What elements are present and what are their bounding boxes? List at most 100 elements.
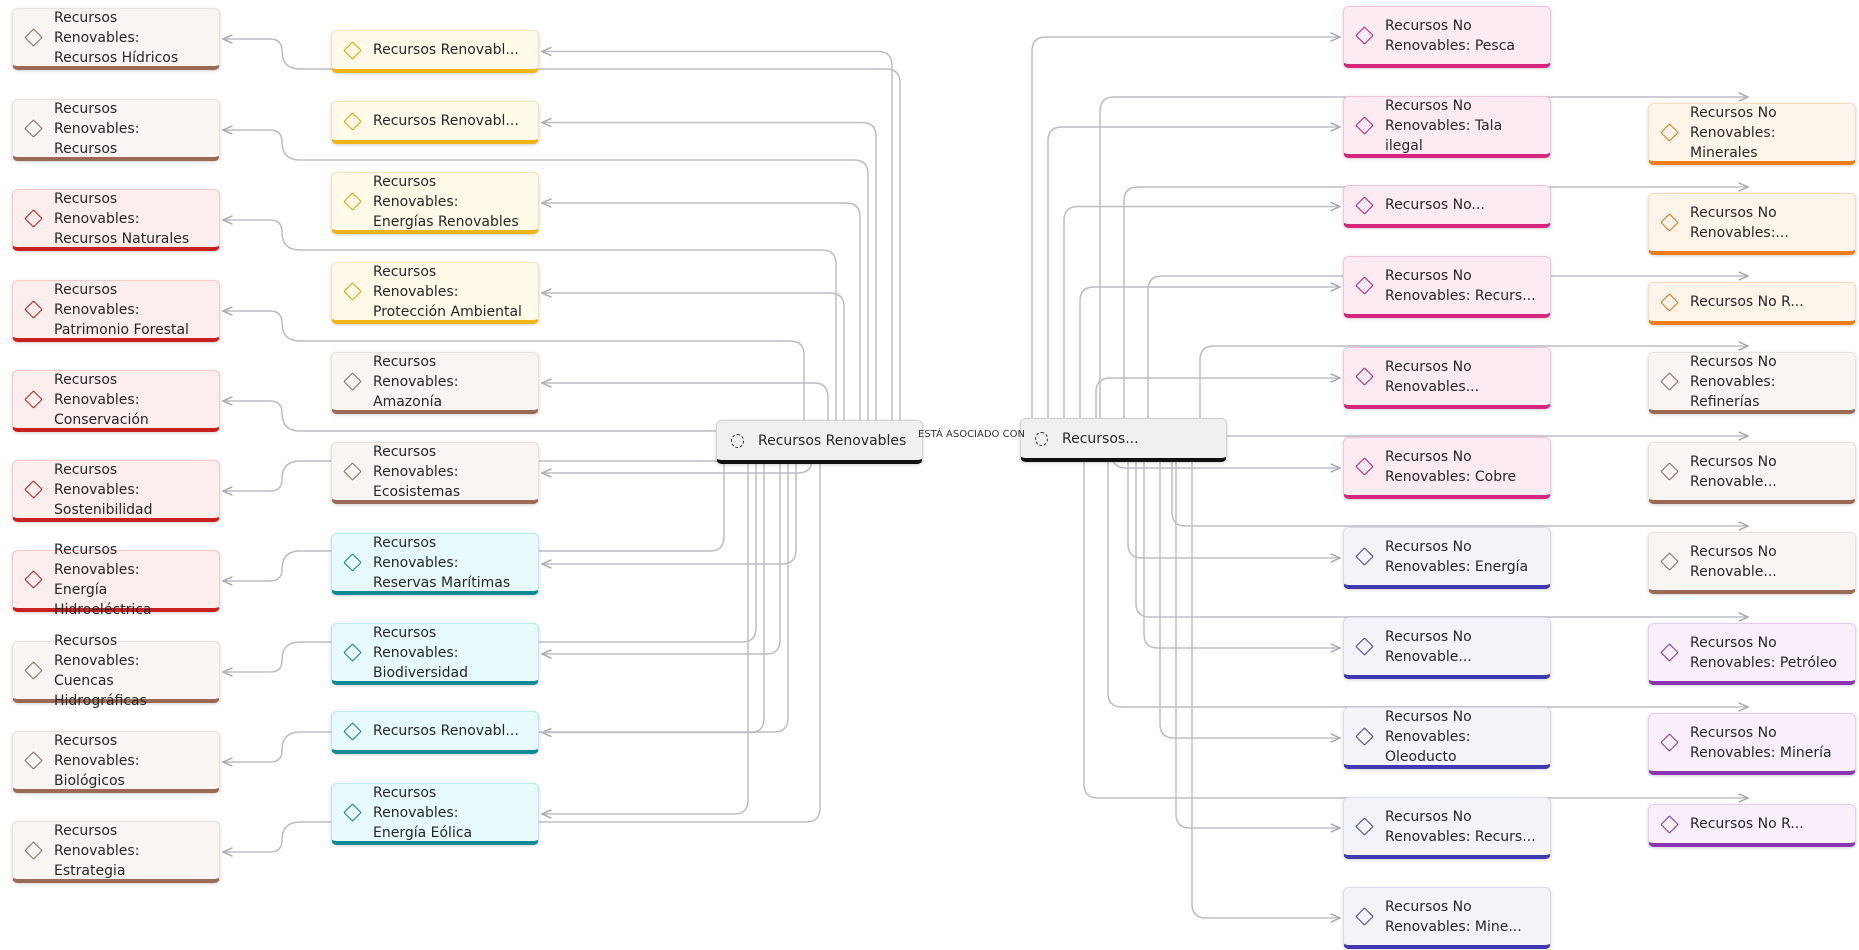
diamond-icon xyxy=(24,841,43,860)
node-label: Recursos No Renovable... xyxy=(1690,453,1777,490)
topic-node-left-outer[interactable]: Recursos Renovables: Patrimonio Forestal xyxy=(12,280,220,342)
connector-line xyxy=(1175,462,1340,828)
node-label: Recursos Renovabl... xyxy=(373,723,519,739)
topic-node-right-inner[interactable]: Recursos No Renovables: Recurs... xyxy=(1343,256,1551,318)
connector-line xyxy=(1171,462,1748,526)
topic-node-left-outer[interactable]: Recursos Renovables: Biológicos xyxy=(12,731,220,793)
diamond-icon xyxy=(1355,276,1374,295)
node-label: Recursos Renovables: Cuencas Hidrográfic… xyxy=(54,632,147,709)
topic-node-left-inner[interactable]: Recursos Renovables: Amazonía xyxy=(331,352,539,414)
connector-line xyxy=(542,293,845,420)
topic-node-left-inner[interactable]: Recursos Renovabl... xyxy=(331,30,539,73)
connector-line xyxy=(1191,462,1340,918)
topic-node-left-outer[interactable]: Recursos Renovables: Recursos xyxy=(12,99,220,161)
node-label: Recursos... xyxy=(1062,430,1139,447)
diamond-icon xyxy=(1355,457,1374,476)
connector-line xyxy=(1083,462,1748,798)
connector-line xyxy=(1107,462,1748,707)
diamond-icon xyxy=(1660,213,1679,232)
diamond-icon xyxy=(1355,116,1374,135)
node-label: Recursos Renovables: Ecosistemas xyxy=(373,443,461,500)
connector-line xyxy=(542,464,765,733)
diamond-icon xyxy=(1355,817,1374,836)
topic-node-right-inner[interactable]: Recursos No Renovables... xyxy=(1343,347,1551,409)
node-label: Recursos Renovables xyxy=(758,432,907,449)
topic-node-right-inner[interactable]: Recursos No Renovables: Oleoducto xyxy=(1343,707,1551,769)
topic-node-right-outer[interactable]: Recursos No Renovables:... xyxy=(1648,193,1856,255)
topic-node-left-outer[interactable]: Recursos Renovables: Cuencas Hidrográfic… xyxy=(12,633,220,709)
node-label: Recursos Renovables: Conservación xyxy=(54,371,149,428)
topic-node-left-outer[interactable]: Recursos Renovables: Energía Hidroeléctr… xyxy=(12,542,220,618)
topic-node-left-outer[interactable]: Recursos Renovables: Sostenibilidad xyxy=(12,460,220,522)
diamond-icon xyxy=(1660,814,1679,834)
topic-node-left-inner[interactable]: Recursos Renovables: Biodiversidad xyxy=(331,623,539,685)
connector-line xyxy=(542,464,749,814)
diamond-icon xyxy=(1660,462,1679,481)
connector-line xyxy=(1159,462,1340,738)
topic-node-right-outer[interactable]: Recursos No Renovable... xyxy=(1648,442,1856,504)
central-topic-renovables[interactable]: Recursos Renovables xyxy=(716,420,923,464)
connector-line xyxy=(1143,462,1340,648)
diamond-icon xyxy=(343,282,362,301)
topic-node-right-outer[interactable]: Recursos No Renovables: Refinerías xyxy=(1648,352,1856,414)
topic-node-right-inner[interactable]: Recursos No... xyxy=(1343,185,1551,228)
diamond-icon xyxy=(24,480,43,499)
topic-node-right-outer[interactable]: Recursos No Renovables: Minería xyxy=(1648,713,1856,775)
diamond-icon xyxy=(24,390,43,409)
node-label: Recursos Renovables: Biodiversidad xyxy=(373,624,469,681)
connector-line xyxy=(542,123,877,420)
topic-node-left-outer[interactable]: Recursos Renovables: Estrategia xyxy=(12,821,220,883)
topic-node-left-inner[interactable]: Recursos Renovables: Protección Ambienta… xyxy=(331,262,539,324)
topic-node-right-inner[interactable]: Recursos No Renovables: Energía xyxy=(1343,527,1551,589)
connector-line xyxy=(1047,127,1340,418)
node-label: Recursos Renovabl... xyxy=(373,42,519,58)
connector-line xyxy=(1099,97,1748,418)
topic-node-left-outer[interactable]: Recursos Renovables: Conservación xyxy=(12,370,220,432)
topic-node-right-inner[interactable]: Recursos No Renovables: Cobre xyxy=(1343,437,1551,499)
topic-node-right-outer[interactable]: Recursos No Renovables: Petróleo xyxy=(1648,623,1856,685)
topic-node-left-outer[interactable]: Recursos Renovables: Recursos Naturales xyxy=(12,189,220,251)
topic-node-right-inner[interactable]: Recursos No Renovables: Tala ilegal xyxy=(1343,96,1551,158)
connector-line xyxy=(1063,207,1340,418)
diamond-icon xyxy=(24,119,43,138)
topic-node-right-inner[interactable]: Recursos No Renovables: Recurs... xyxy=(1343,797,1551,859)
node-label: Recursos No Renovable... xyxy=(1690,543,1777,580)
topic-node-right-outer[interactable]: Recursos No Renovable... xyxy=(1648,532,1856,594)
topic-node-right-outer[interactable]: Recursos No R... xyxy=(1648,282,1856,325)
topic-node-left-inner[interactable]: Recursos Renovables: Reservas Marítimas xyxy=(331,533,539,595)
node-label: Recursos Renovables: Energías Renovables xyxy=(373,173,519,230)
connector-line xyxy=(1123,187,1748,418)
topic-node-right-inner[interactable]: Recursos No Renovable... xyxy=(1343,617,1551,679)
connector-line xyxy=(542,464,781,654)
topic-node-right-outer[interactable]: Recursos No R... xyxy=(1648,804,1856,847)
topic-node-left-inner[interactable]: Recursos Renovables: Ecosistemas xyxy=(331,442,539,504)
central-topic-no-renovables[interactable]: Recursos... xyxy=(1020,418,1227,462)
topic-node-left-inner[interactable]: Recursos Renovables: Energía Eólica xyxy=(331,783,539,845)
diamond-icon xyxy=(24,751,43,770)
diamond-icon xyxy=(1660,643,1679,662)
diamond-icon xyxy=(343,553,362,572)
topic-node-left-outer[interactable]: Recursos Renovables: Recursos Hídricos xyxy=(12,8,220,70)
topic-node-right-inner[interactable]: Recursos No Renovables: Mine... xyxy=(1343,887,1551,949)
diamond-icon xyxy=(1355,727,1374,746)
topic-node-left-inner[interactable]: Recursos Renovables: Energías Renovables xyxy=(331,172,539,234)
node-label: Recursos Renovables: Biológicos xyxy=(54,732,140,789)
connector-line xyxy=(1079,287,1340,418)
node-label: Recursos No Renovables:... xyxy=(1690,204,1789,241)
topic-node-right-outer[interactable]: Recursos No Renovables: Minerales xyxy=(1648,103,1856,165)
topic-node-left-inner[interactable]: Recursos Renovabl... xyxy=(331,711,539,754)
node-label: Recursos No Renovables: Petróleo xyxy=(1690,634,1837,671)
node-label: Recursos Renovables: Energía Hidroeléctr… xyxy=(54,541,152,618)
connector-line xyxy=(223,464,821,852)
node-label: Recursos Renovables: Energía Eólica xyxy=(373,784,473,841)
node-label: Recursos No Renovables: Mine... xyxy=(1385,898,1522,935)
connector-line xyxy=(223,311,805,420)
connector-line xyxy=(1095,378,1340,418)
connector-line xyxy=(542,383,829,420)
connector-line xyxy=(223,220,837,420)
node-label: Recursos No Renovables: Minerales xyxy=(1690,104,1777,161)
node-label: Recursos No Renovables: Minería xyxy=(1690,724,1832,761)
node-label: Recursos No R... xyxy=(1690,816,1804,832)
topic-node-left-inner[interactable]: Recursos Renovabl... xyxy=(331,101,539,144)
topic-node-right-inner[interactable]: Recursos No Renovables: Pesca xyxy=(1343,6,1551,68)
